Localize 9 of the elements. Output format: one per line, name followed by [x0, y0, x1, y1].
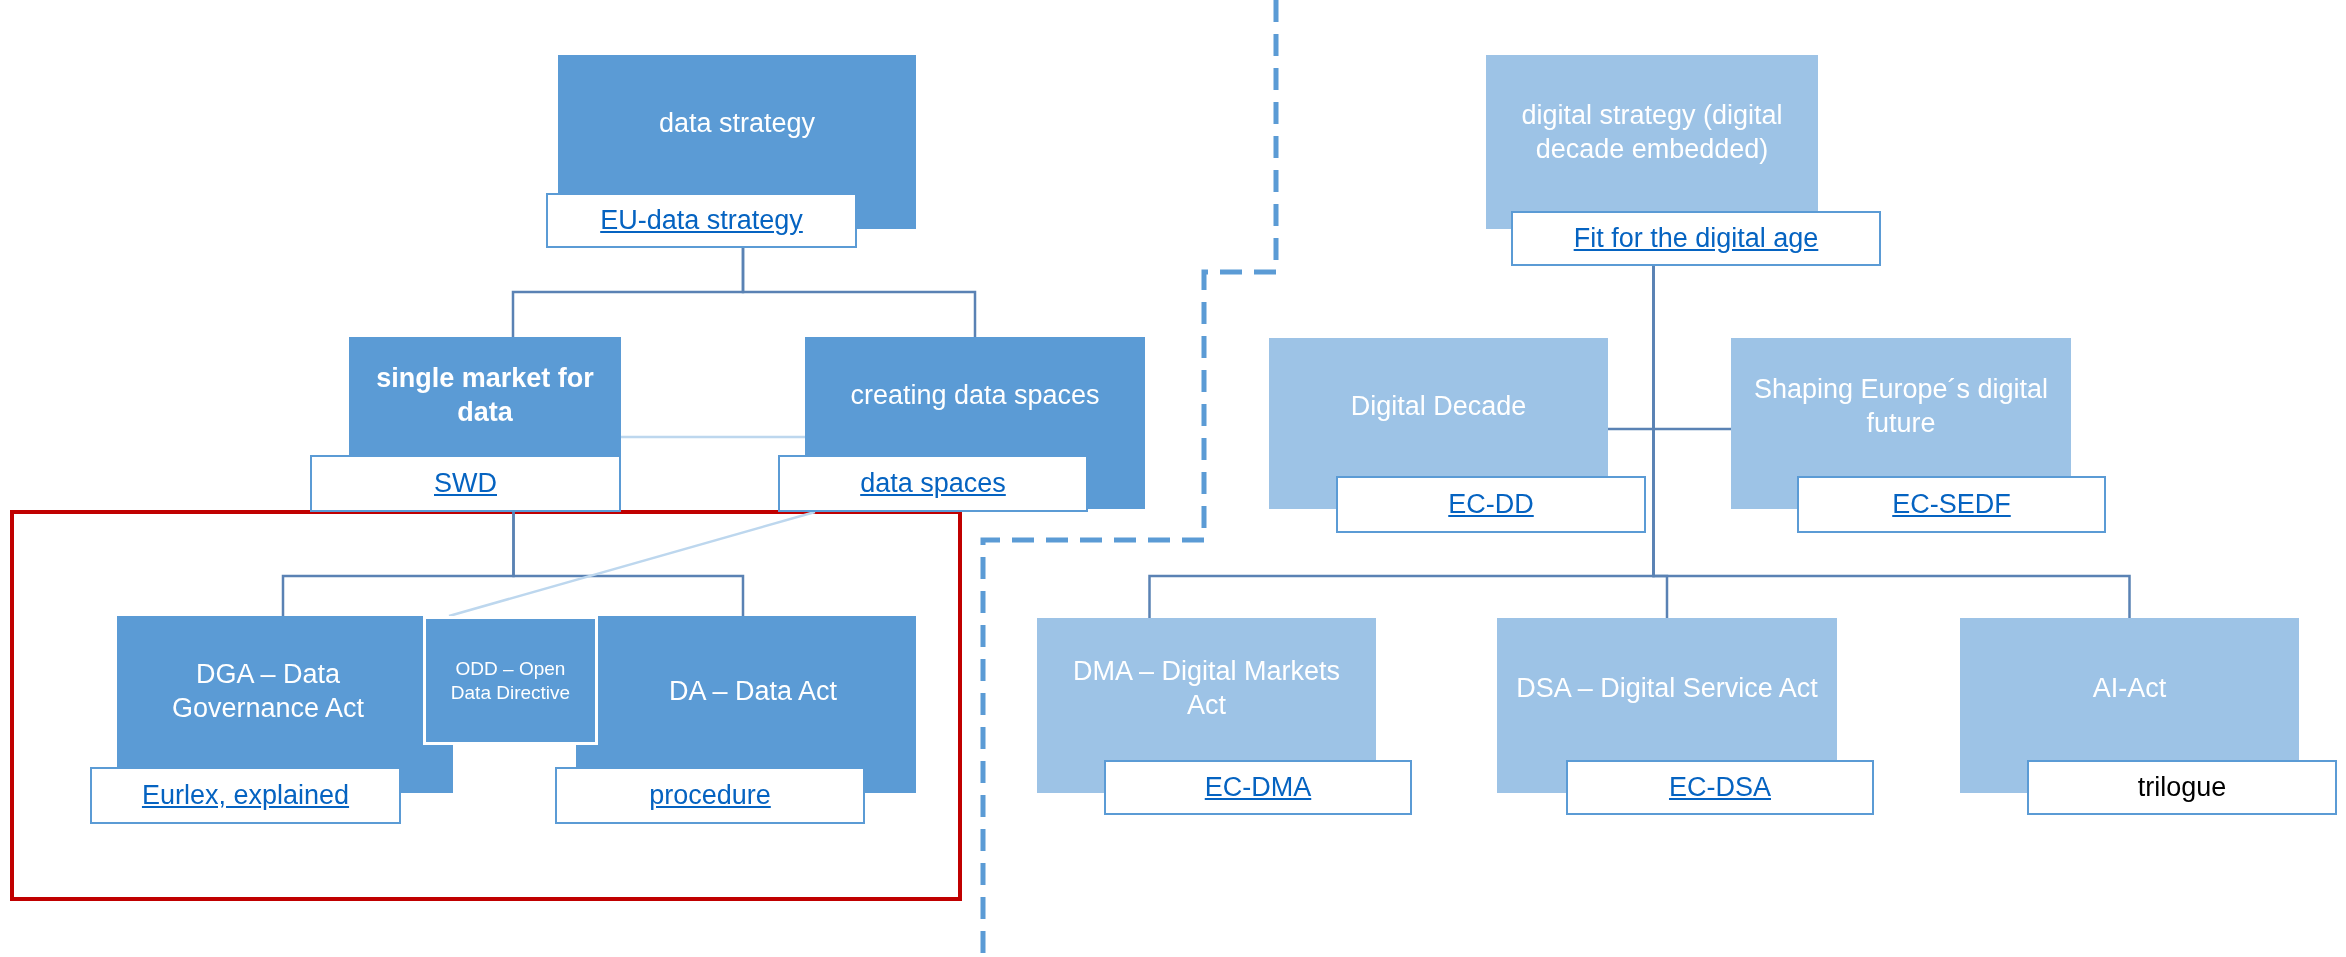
process-box: ODD – Open Data Directive: [423, 616, 598, 745]
connector-line: [741, 248, 977, 337]
connector-line: [1652, 266, 2131, 618]
link: SWD: [434, 467, 497, 501]
link: data spaces: [860, 467, 1006, 501]
connector-line: [1608, 427, 1731, 431]
connector-line: [621, 435, 805, 439]
connector-line: [448, 510, 816, 618]
connector-line: [512, 512, 745, 616]
